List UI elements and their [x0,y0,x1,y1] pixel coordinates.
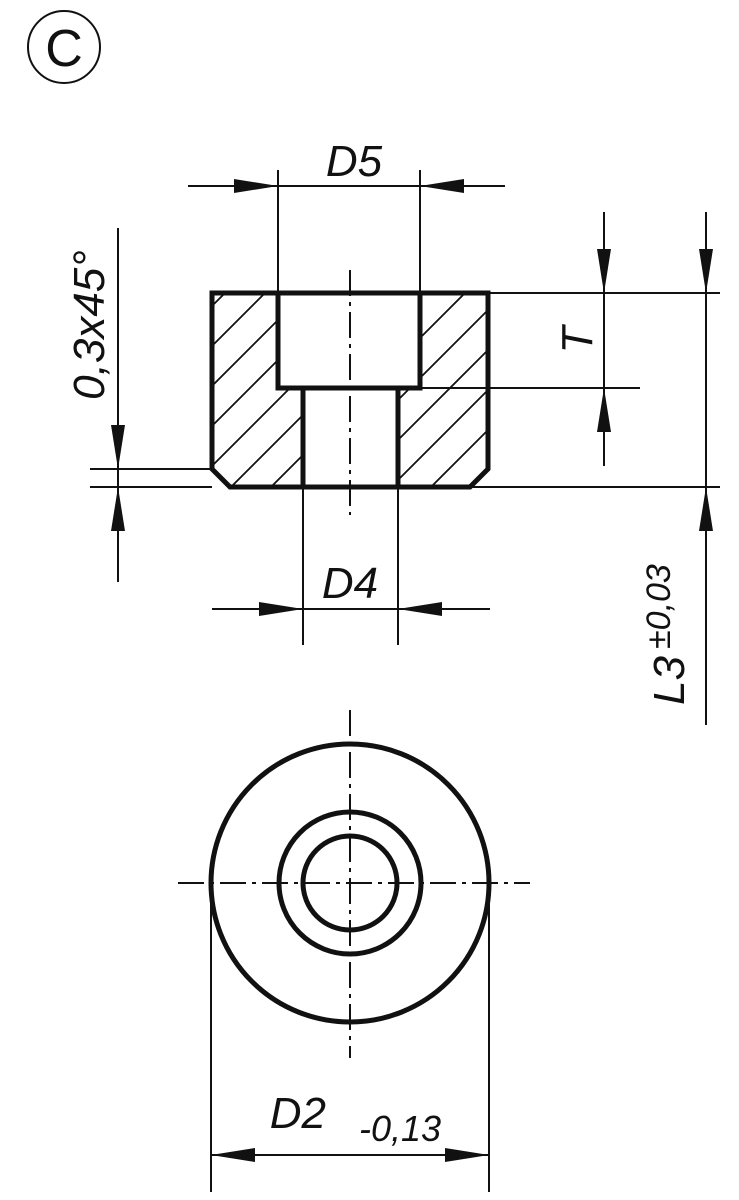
dimension-d5-label: D5 [326,137,383,186]
view-label-circle [27,10,101,84]
view-label-text: C [45,20,83,78]
dimension-l3: L3 ±0,03 [470,212,720,725]
hatch-left [212,293,303,487]
dimension-d2-tolerance: -0,13 [359,1108,441,1149]
dimension-l3-tolerance: ±0,03 [640,564,678,649]
dimension-d2-label: D2 [270,1089,326,1138]
dimension-chamfer: 0,3x45° [65,228,212,582]
hatch-right [398,293,488,487]
dimension-d4-label: D4 [322,559,378,608]
dimension-t-label: T [553,323,602,353]
dimension-d2: D2 -0,13 [210,883,490,1192]
view-label-badge: C [27,10,101,84]
top-view [178,710,530,1058]
dimension-l3-label: L3 [645,656,694,705]
dimension-chamfer-label: 0,3x45° [65,250,114,400]
dimension-t: T [420,212,720,466]
dimension-d5: D5 [188,137,505,293]
dimension-d4: D4 [212,487,490,645]
section-view [90,270,491,515]
